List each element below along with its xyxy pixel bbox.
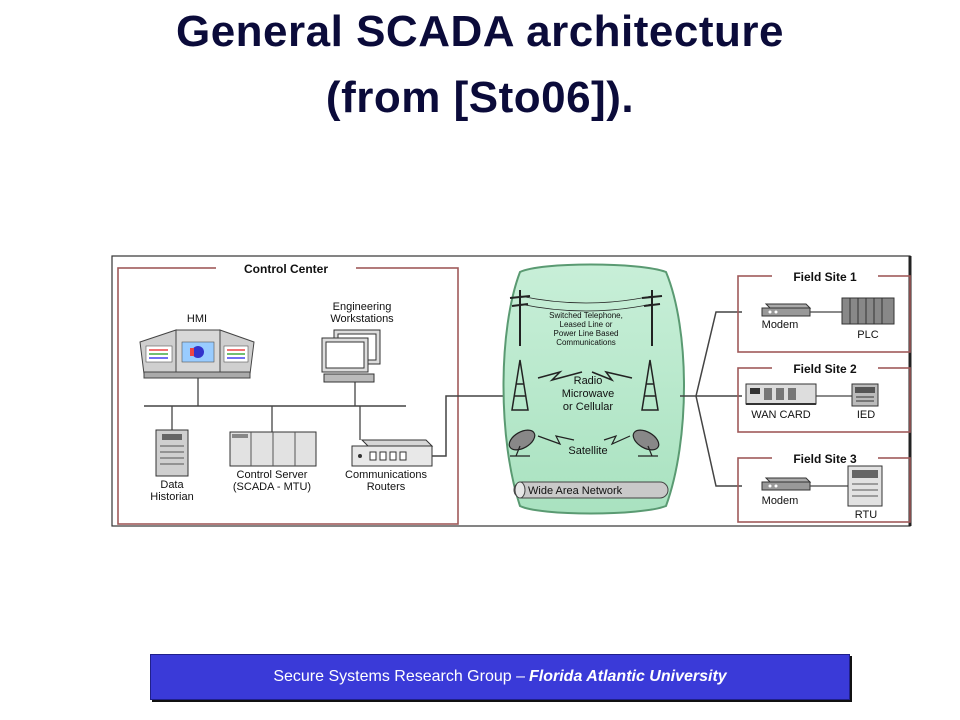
rtu-icon (847, 465, 883, 507)
engineering-label-1: Engineering (333, 301, 392, 313)
field-site-1-label: Field Site 1 (793, 270, 857, 284)
control-center-label: Control Center (244, 262, 328, 276)
phone-label-3: Power Line Based (554, 329, 619, 338)
field-site-1-left-label: Modem (762, 319, 799, 331)
data-historian-icon (155, 429, 189, 477)
field-site-2-left-label: WAN CARD (751, 409, 811, 421)
telephone-pole-icon (509, 290, 663, 346)
modem-icon (761, 477, 812, 491)
slide-title-line2: (from [Sto06]). (325, 73, 635, 122)
footer-group: Secure Systems Research Group – (273, 668, 525, 685)
field-site-1-right-label: PLC (857, 329, 878, 341)
comm-routers-label-2: Routers (367, 481, 406, 493)
satellite-dish-icon (508, 429, 660, 457)
data-historian-label-2: Historian (150, 491, 193, 503)
field-site-1-box: Field Site 1 (737, 268, 911, 353)
satellite-label: Satellite (568, 445, 607, 457)
radio-label-2: Microwave (562, 388, 615, 400)
radio-tower-icon (511, 359, 659, 411)
communications-router-icon (351, 439, 434, 467)
plc-icon (841, 297, 895, 325)
control-server-label-1: Control Server (237, 469, 308, 481)
field-site-3-label: Field Site 3 (793, 452, 857, 466)
hmi-label: HMI (187, 313, 207, 325)
engineering-workstations-icon (321, 329, 381, 383)
wan-cloud (502, 263, 685, 515)
phone-label-2: Leased Line or (560, 320, 613, 329)
field-site-2-label: Field Site 2 (793, 362, 857, 376)
control-server-icon (229, 431, 317, 467)
modem-icon (761, 303, 812, 317)
control-server-label-2: (SCADA - MTU) (233, 481, 311, 493)
field-site-3-box: Field Site 3 (737, 450, 911, 523)
wan-card-icon (745, 383, 817, 405)
ied-icon (851, 383, 879, 407)
comm-routers-label-1: Communications (345, 469, 427, 481)
phone-label-1: Switched Telephone, (549, 311, 623, 320)
engineering-label-2: Workstations (330, 313, 394, 325)
field-site-2-box: Field Site 2 (737, 360, 911, 433)
wan-label: Wide Area Network (528, 485, 623, 497)
data-historian-label-1: Data (160, 479, 184, 491)
router-wan-link (432, 395, 506, 457)
footer-banner: Secure Systems Research Group – Florida … (150, 654, 850, 700)
footer-university: Florida Atlantic University (529, 668, 727, 685)
radio-label-3: or Cellular (563, 401, 613, 413)
wan-bar (513, 481, 669, 499)
hmi-console-icon (139, 329, 255, 379)
slide-title-line1: General SCADA architecture (175, 7, 784, 56)
field-site-2-right-label: IED (857, 409, 875, 421)
phone-label-4: Communications (556, 338, 616, 347)
field-site-3-left-label: Modem (762, 495, 799, 507)
field-site-3-right-label: RTU (855, 509, 877, 521)
radio-label-1: Radio (574, 375, 603, 387)
wan-fieldsites-link (680, 311, 742, 397)
